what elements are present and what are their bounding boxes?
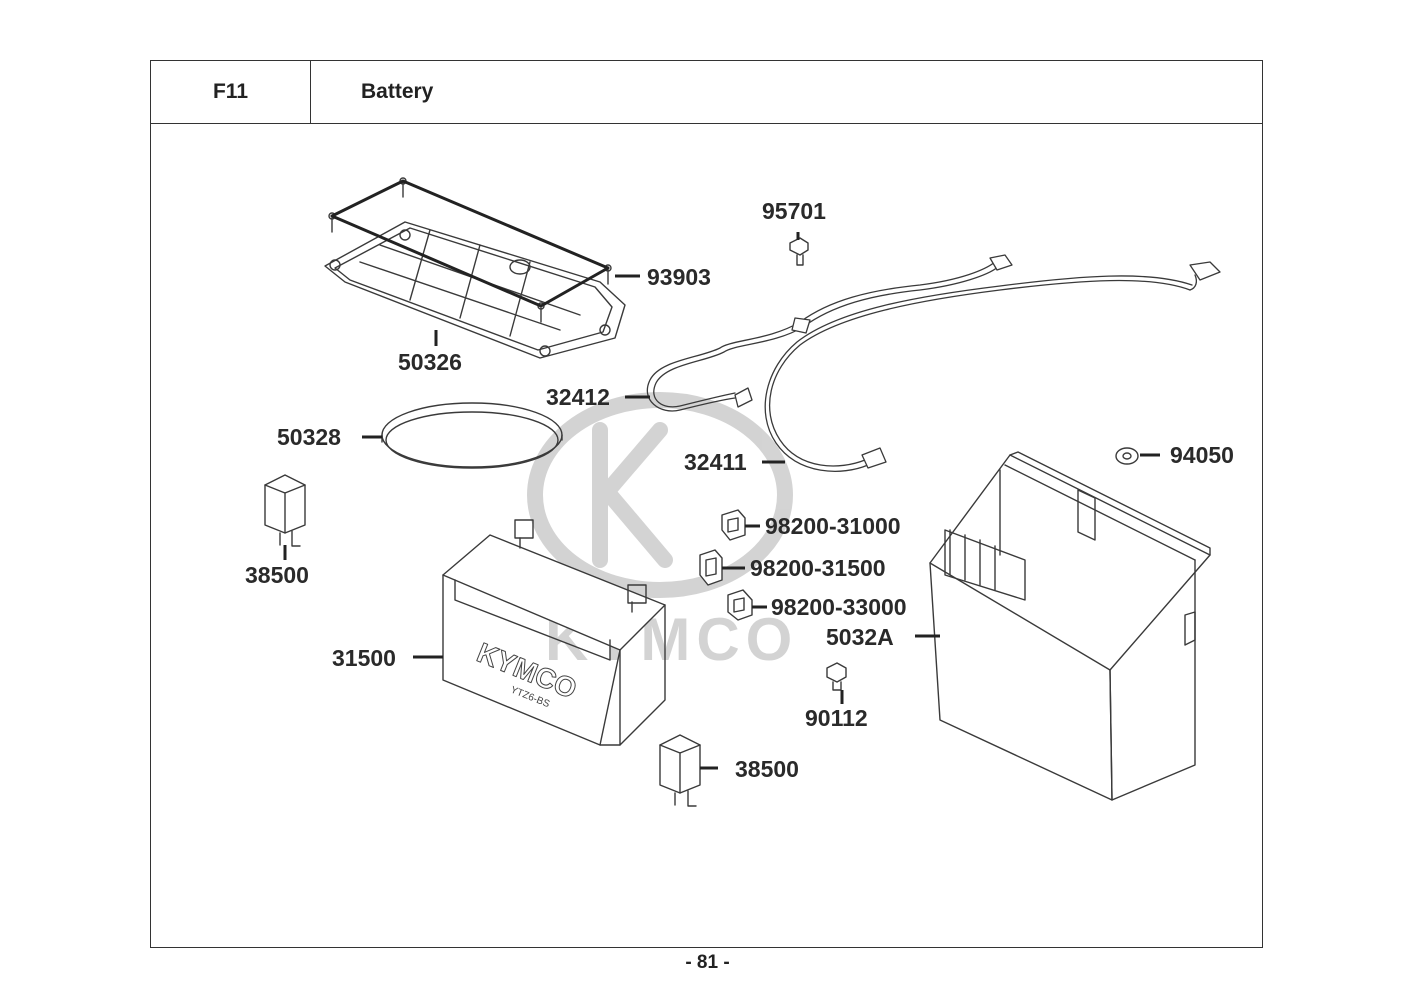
screws-93903 xyxy=(328,177,612,323)
callout-31500: 31500 xyxy=(332,645,396,671)
clip-98200-31500 xyxy=(699,549,723,586)
page-number: - 81 - xyxy=(685,952,730,973)
bolt-90112 xyxy=(826,662,847,691)
callout-98200-31500: 98200-31500 xyxy=(750,555,886,581)
callout-90112: 90112 xyxy=(805,705,868,731)
callout-98200-33000: 98200-33000 xyxy=(771,594,907,620)
kymco-watermark: KYMCO xyxy=(527,392,793,673)
callout-5032A: 5032A xyxy=(826,624,894,650)
callout-38500-lower: 38500 xyxy=(735,756,799,782)
section-code: F11 xyxy=(151,61,311,123)
clip-98200-31000 xyxy=(721,509,746,541)
clip-98200-33000 xyxy=(727,589,753,621)
battery-strap-50328 xyxy=(381,402,563,469)
cable-32412 xyxy=(646,254,1013,412)
callout-38500-upper: 38500 xyxy=(245,562,309,588)
bolt-95701 xyxy=(789,237,809,266)
callout-98200-31000: 98200-31000 xyxy=(765,513,901,539)
callout-32412: 32412 xyxy=(546,384,610,410)
leader-lines xyxy=(283,232,1160,770)
header-row: F11 Battery xyxy=(151,61,1262,124)
nut-94050 xyxy=(1115,447,1139,465)
callout-50326: 50326 xyxy=(398,349,462,375)
callout-95701: 95701 xyxy=(762,198,826,224)
battery-cover-50326 xyxy=(324,221,626,359)
callout-94050: 94050 xyxy=(1170,442,1234,468)
cable-32411 xyxy=(764,261,1221,472)
battery-box-5032A xyxy=(929,451,1211,801)
relay-38500-upper xyxy=(264,474,306,547)
diagram-frame: F11 Battery xyxy=(150,60,1263,948)
callout-50328: 50328 xyxy=(277,424,341,450)
relay-38500-lower xyxy=(659,734,701,807)
section-title: Battery xyxy=(361,80,434,103)
callout-32411: 32411 xyxy=(684,449,747,475)
callout-93903: 93903 xyxy=(647,264,711,290)
